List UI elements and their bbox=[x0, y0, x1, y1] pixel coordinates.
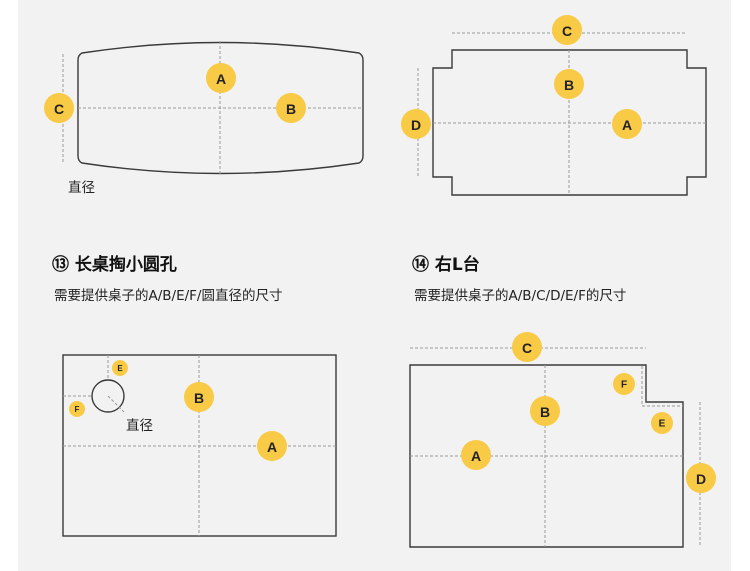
badge-a: A bbox=[461, 440, 491, 470]
badge-c-label: C bbox=[562, 23, 572, 39]
badge-f: F bbox=[613, 373, 635, 395]
badge-a: A bbox=[257, 431, 287, 461]
badge-e: E bbox=[651, 412, 673, 434]
badge-b: B bbox=[530, 396, 560, 426]
badge-d-label: D bbox=[696, 471, 706, 487]
badge-c-label: C bbox=[522, 340, 532, 356]
section-13-subtitle: 需要提供桌子的A/B/E/F/圆直径的尺寸 bbox=[54, 288, 283, 304]
badge-a-label: A bbox=[267, 439, 277, 455]
badge-a: A bbox=[612, 109, 642, 139]
badge-a-label: A bbox=[622, 117, 632, 133]
badge-b-label: B bbox=[540, 404, 550, 420]
badge-d: D bbox=[686, 463, 716, 493]
badge-b-label: B bbox=[564, 77, 574, 93]
badge-f-label: F bbox=[621, 380, 627, 391]
badge-e-label: E bbox=[659, 419, 666, 430]
round-hole bbox=[91, 379, 125, 413]
badge-b: B bbox=[554, 69, 584, 99]
badge-a-label: A bbox=[471, 448, 481, 464]
badge-d: D bbox=[401, 109, 431, 139]
badge-b: B bbox=[184, 382, 214, 412]
diameter-label: 直径 bbox=[68, 180, 95, 196]
diameter-label: 直径 bbox=[126, 418, 153, 434]
badge-b: B bbox=[276, 93, 306, 123]
section-13-title: ⑬ 长桌掏小圆孔 bbox=[52, 254, 177, 275]
badge-b-label: B bbox=[286, 101, 296, 117]
badge-f-label: F bbox=[75, 405, 80, 414]
panel-background bbox=[18, 0, 731, 571]
table-outline bbox=[77, 41, 364, 175]
badge-a: A bbox=[206, 63, 236, 93]
table-outline bbox=[409, 364, 684, 548]
badge-c: C bbox=[512, 332, 542, 362]
section-14-title: ⑭ 右L台 bbox=[412, 254, 480, 275]
diagram-curved-table: A B C 直径 bbox=[44, 41, 364, 196]
diagram-notched-table: C B A D bbox=[401, 15, 707, 196]
badge-c: C bbox=[552, 15, 582, 45]
badge-c: C bbox=[44, 93, 74, 123]
badge-e: E bbox=[112, 360, 128, 376]
badge-c-label: C bbox=[54, 101, 64, 117]
badge-a-label: A bbox=[216, 71, 226, 87]
badge-b-label: B bbox=[194, 390, 204, 406]
diagram-table-with-hole: 直径 E F B A bbox=[62, 354, 337, 537]
diagram-right-l-table: C F E B A D bbox=[409, 332, 716, 548]
table-outline bbox=[432, 49, 707, 196]
section-14-subtitle: 需要提供桌子的A/B/C/D/E/F的尺寸 bbox=[414, 288, 626, 304]
badge-e-label: E bbox=[117, 364, 123, 373]
badge-d-label: D bbox=[411, 117, 421, 133]
diameter-indicator bbox=[107, 395, 125, 413]
notch-dimension-lines bbox=[641, 366, 683, 407]
badge-f: F bbox=[69, 401, 85, 417]
